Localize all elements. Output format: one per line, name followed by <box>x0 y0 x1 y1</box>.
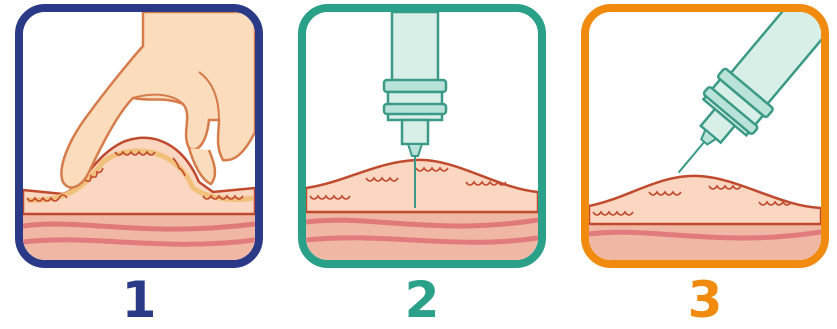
step-number-3: 3 <box>581 272 829 328</box>
angled-injection-illustration <box>589 12 821 260</box>
step-number-1: 1 <box>15 272 263 328</box>
vertical-injection-illustration <box>306 12 538 260</box>
step-1-panel <box>15 4 263 268</box>
step-2-panel <box>298 4 546 268</box>
step-number-2: 2 <box>298 272 546 328</box>
pinch-skin-illustration <box>23 12 255 260</box>
step-3-panel <box>581 4 829 268</box>
muscle-layer <box>23 212 255 260</box>
